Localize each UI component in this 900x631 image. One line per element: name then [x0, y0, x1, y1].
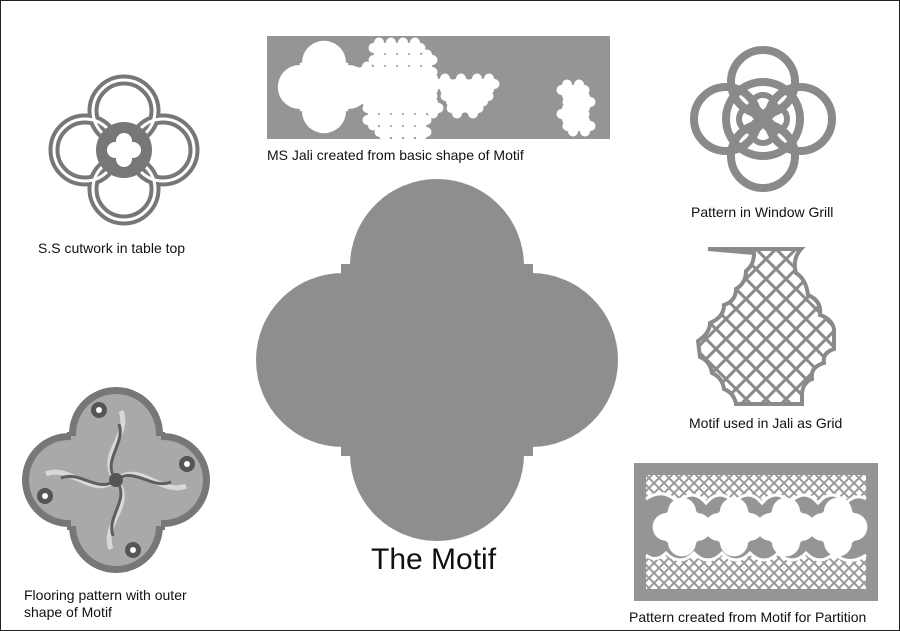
central-motif-shape [256, 179, 618, 541]
ms-jali-panel [267, 36, 610, 143]
jali-small-motif [410, 121, 432, 143]
window-grill-illustration [690, 46, 836, 192]
flooring-caption-line1: Flooring pattern with outer [24, 587, 187, 603]
jali-small-motif [562, 115, 584, 137]
ms-jali-caption: MS Jali created from basic shape of Moti… [267, 147, 524, 163]
flooring-caption-line2: shape of Motif [24, 604, 112, 620]
partition-motif [808, 497, 868, 557]
partition-motif [756, 497, 816, 557]
partition-motif [652, 497, 712, 557]
jali-small-motif [422, 97, 444, 119]
jali-grid-illustration [695, 247, 836, 406]
ss-cutwork-illustration [48, 74, 200, 226]
partition-panel [634, 463, 878, 601]
jali-small-motif [462, 97, 484, 119]
jali-large-motif [277, 40, 371, 134]
ss-cutwork-caption: S.S cutwork in table top [38, 240, 186, 256]
partition-caption: Pattern created from Motif for Partition [629, 609, 867, 625]
motif-title: The Motif [371, 543, 497, 576]
partition-motif [704, 497, 764, 557]
flooring-pattern-illustration [22, 387, 210, 573]
window-grill-caption: Pattern in Window Grill [691, 204, 834, 220]
jali-grid-caption: Motif used in Jali as Grid [689, 415, 843, 431]
jali-small-motif [472, 85, 494, 107]
